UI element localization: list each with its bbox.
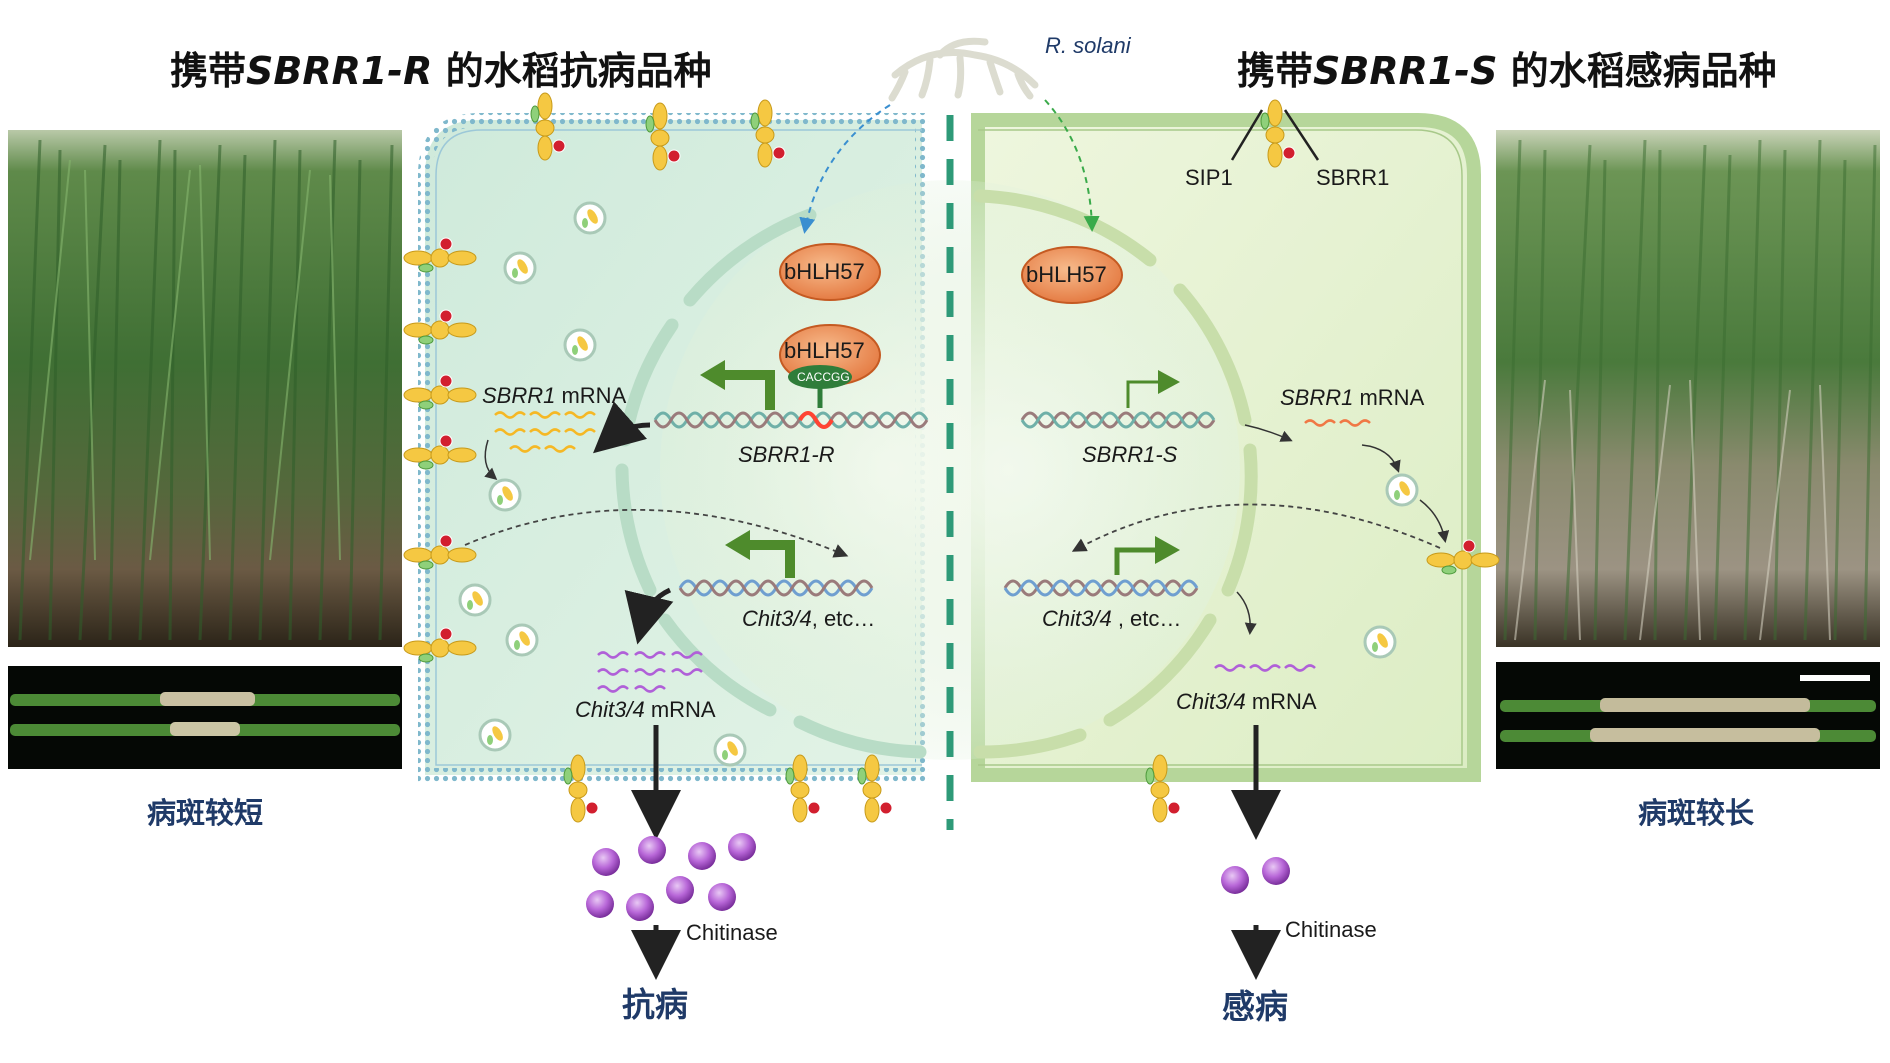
sbrr1-mrna-right-word: mRNA — [1353, 385, 1425, 410]
chit-target-left-suffix: , etc… — [811, 606, 876, 631]
bhlh57-left-label: bHLH57 — [784, 259, 865, 284]
chit-target-left-label: Chit3/4, etc… — [742, 606, 875, 632]
outcome-left: 抗病 — [622, 985, 688, 1024]
sbrr1-mrna-right-gene: SBRR1 — [1280, 385, 1354, 410]
susceptible-lesion-photo — [1496, 662, 1880, 769]
chit-mrna-right — [1214, 664, 1316, 672]
chit-mrna-right-label: Chit3/4 mRNA — [1176, 689, 1317, 715]
lesion-caption-right: 病斑较长 — [1638, 796, 1755, 830]
right-title-suffix: 的水稻感病品种 — [1497, 49, 1777, 93]
sbrr1-receptor-label: SBRR1 — [1316, 165, 1390, 190]
scale-bar — [1800, 675, 1870, 681]
left-title-prefix: 携带 — [170, 49, 247, 93]
resistant-rice-photo — [8, 130, 402, 647]
signal-dashed-arrow-right — [1071, 503, 1441, 552]
chit-mrna-left — [597, 651, 703, 693]
dna-sbrr1-r — [653, 411, 929, 429]
sbrr1-r-gene-label: SBRR1-R — [738, 442, 835, 467]
outcome-right: 感病 — [1222, 987, 1288, 1026]
promoter-arrow-chit-left — [745, 540, 795, 578]
left-title-suffix: 的水稻抗病品种 — [432, 49, 712, 93]
chitinase-right — [1221, 857, 1290, 894]
chit-mrna-left-gene: Chit3/4 — [575, 697, 645, 722]
bhlh57-left-nucleoplasm — [779, 243, 881, 301]
sbrr1-mrna-left-gene: SBRR1 — [482, 383, 556, 408]
sbrr1-s-gene-label: SBRR1-S — [1082, 442, 1178, 467]
vesicle — [488, 478, 522, 512]
nuclear-envelope — [615, 189, 1258, 759]
bhlh57-right — [1021, 246, 1123, 304]
lesion-caption-left: 病斑较短 — [147, 796, 264, 830]
vesicle — [1363, 625, 1397, 659]
resistant-lesion-photo — [8, 666, 402, 769]
vesicle — [478, 718, 512, 752]
transcription-arrow-chit-right — [1236, 591, 1257, 635]
dna-chit-right — [1003, 579, 1199, 597]
signal-arrow-right — [1044, 99, 1100, 232]
sbrr1-mrna-left-word: mRNA — [555, 383, 627, 408]
label-line-sip1 — [1230, 109, 1264, 161]
transcription-arrow-chit-left — [624, 587, 674, 645]
transcription-arrow-sbrr1-s — [1244, 424, 1293, 442]
bhlh57-bound-label: bHLH57 — [784, 338, 865, 363]
pathogen-hyphae — [888, 37, 1039, 102]
chit-target-right-suffix: , etc… — [1111, 606, 1182, 631]
promoter-arrow-chit-right — [1114, 547, 1155, 575]
vesicle — [458, 583, 492, 617]
sbrr1-mrna-right — [1304, 419, 1371, 427]
vesicle — [713, 733, 747, 767]
right-title-prefix: 携带 — [1237, 49, 1314, 93]
trafficking-arrow-right-2 — [1419, 499, 1450, 543]
chit-mrna-right-gene: Chit3/4 — [1176, 689, 1246, 714]
chit-target-right-label: Chit3/4 , etc… — [1042, 606, 1181, 632]
vesicle — [503, 251, 537, 285]
left-title-gene: SBRR1-R — [246, 49, 433, 93]
left-title: 携带SBRR1-R 的水稻抗病品种 — [170, 40, 712, 95]
vesicle — [1385, 473, 1419, 507]
trafficking-arrow-right — [1361, 444, 1401, 473]
signal-arrow-left — [799, 104, 891, 234]
transcription-arrow-sbrr1 — [592, 401, 651, 454]
dna-chit-left — [678, 579, 874, 597]
bhlh57-right-label: bHLH57 — [1026, 262, 1107, 287]
label-line-sbrr1 — [1283, 109, 1320, 161]
right-title: 携带SBRR1-S 的水稻感病品种 — [1237, 40, 1777, 95]
trafficking-arrow — [484, 439, 498, 480]
caccgg-motif — [788, 365, 852, 389]
sip1-label: SIP1 — [1185, 165, 1233, 190]
caccgg-motif-label: CACCGG — [797, 370, 850, 384]
chitinase-right-label: Chitinase — [1285, 917, 1377, 942]
sbrr1-mrna-left — [494, 411, 596, 453]
vesicle — [563, 328, 597, 362]
right-title-gene: SBRR1-S — [1313, 49, 1498, 93]
chitinase-left-label: Chitinase — [686, 920, 778, 945]
chit-target-left-gene: Chit3/4 — [742, 606, 812, 631]
sbrr1-mrna-left-label: SBRR1 mRNA — [482, 383, 626, 409]
chit-target-right-gene: Chit3/4 — [1042, 606, 1112, 631]
vesicle — [573, 201, 607, 235]
chit-mrna-right-word: mRNA — [1245, 689, 1317, 714]
chitinase-left — [586, 833, 756, 921]
promoter-arrow-sbrr1-s — [1126, 380, 1160, 408]
pathogen-label: R. solani — [1045, 33, 1131, 58]
vesicle — [505, 623, 539, 657]
chit-mrna-left-label: Chit3/4 mRNA — [575, 697, 716, 723]
susceptible-rice-photo — [1496, 130, 1880, 647]
chit-mrna-left-word: mRNA — [644, 697, 716, 722]
promoter-arrow-sbrr1-r — [720, 370, 775, 410]
dna-sbrr1-s — [1020, 411, 1216, 429]
sbrr1-mrna-right-label: SBRR1 mRNA — [1280, 385, 1424, 411]
